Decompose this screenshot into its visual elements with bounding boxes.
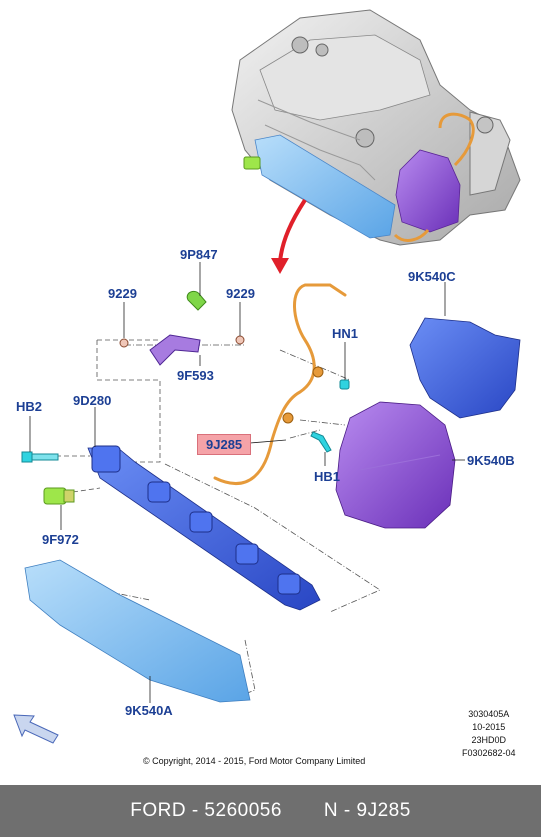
callout-9p847: 9P847 xyxy=(180,247,218,262)
callout-9k540a: 9K540A xyxy=(125,703,173,718)
callout-9229-right: 9229 xyxy=(226,286,255,301)
callout-9229-left: 9229 xyxy=(108,286,137,301)
footer-brand-part-number: FORD - 5260056 xyxy=(130,800,282,821)
callout-9f972: 9F972 xyxy=(42,532,79,547)
engine-head-illustration xyxy=(231,9,521,246)
hb2-bolt-icon xyxy=(21,451,59,463)
heat-shield-9k540a xyxy=(24,559,251,703)
heat-shield-9k540b xyxy=(335,401,456,529)
callout-hb1: HB1 xyxy=(314,469,341,484)
exploded-parts-diagram xyxy=(13,9,521,744)
callout-9f593: 9F593 xyxy=(177,368,214,383)
hb1-bolt-icon xyxy=(310,431,332,453)
heat-shield-9k540c xyxy=(409,317,521,419)
footer-bar: FORD - 5260056 N - 9J285 xyxy=(0,785,541,837)
clip-9p847-icon xyxy=(186,290,207,311)
callout-9j285-highlighted: 9J285 xyxy=(197,434,252,455)
injector-9f593-icon xyxy=(149,334,201,366)
fuel-pipe-9j285 xyxy=(213,283,347,485)
callout-hn1: HN1 xyxy=(332,326,359,341)
copyright-notice: © Copyright, 2014 - 2015, Ford Motor Com… xyxy=(143,756,366,766)
callout-9k540c: 9K540C xyxy=(408,269,456,284)
hn1-nut-icon xyxy=(339,379,350,390)
callout-9d280: 9D280 xyxy=(73,393,112,408)
view-direction-arrow-icon xyxy=(13,714,59,744)
red-pointer-arrow-icon xyxy=(271,198,307,274)
callout-hb2: HB2 xyxy=(16,399,43,414)
doc-ref-line: 10-2015 xyxy=(472,722,506,732)
footer-highlighted-part: N - 9J285 xyxy=(323,800,411,821)
document-reference-block: 3030405A 10-2015 23HD0D F0302682-04 xyxy=(462,708,516,760)
doc-ref-line: 23HD0D xyxy=(471,735,507,745)
callout-leader-lines xyxy=(29,262,465,703)
callout-9k540b: 9K540B xyxy=(467,453,515,468)
seal-9229-right-icon xyxy=(235,335,245,345)
doc-ref-line: 3030405A xyxy=(468,709,510,719)
doc-ref-line: F0302682-04 xyxy=(462,748,516,758)
pressure-sensor-9f972-icon xyxy=(43,487,75,505)
fuel-rail-9d280 xyxy=(87,445,321,611)
seal-9229-left-icon xyxy=(119,338,129,348)
